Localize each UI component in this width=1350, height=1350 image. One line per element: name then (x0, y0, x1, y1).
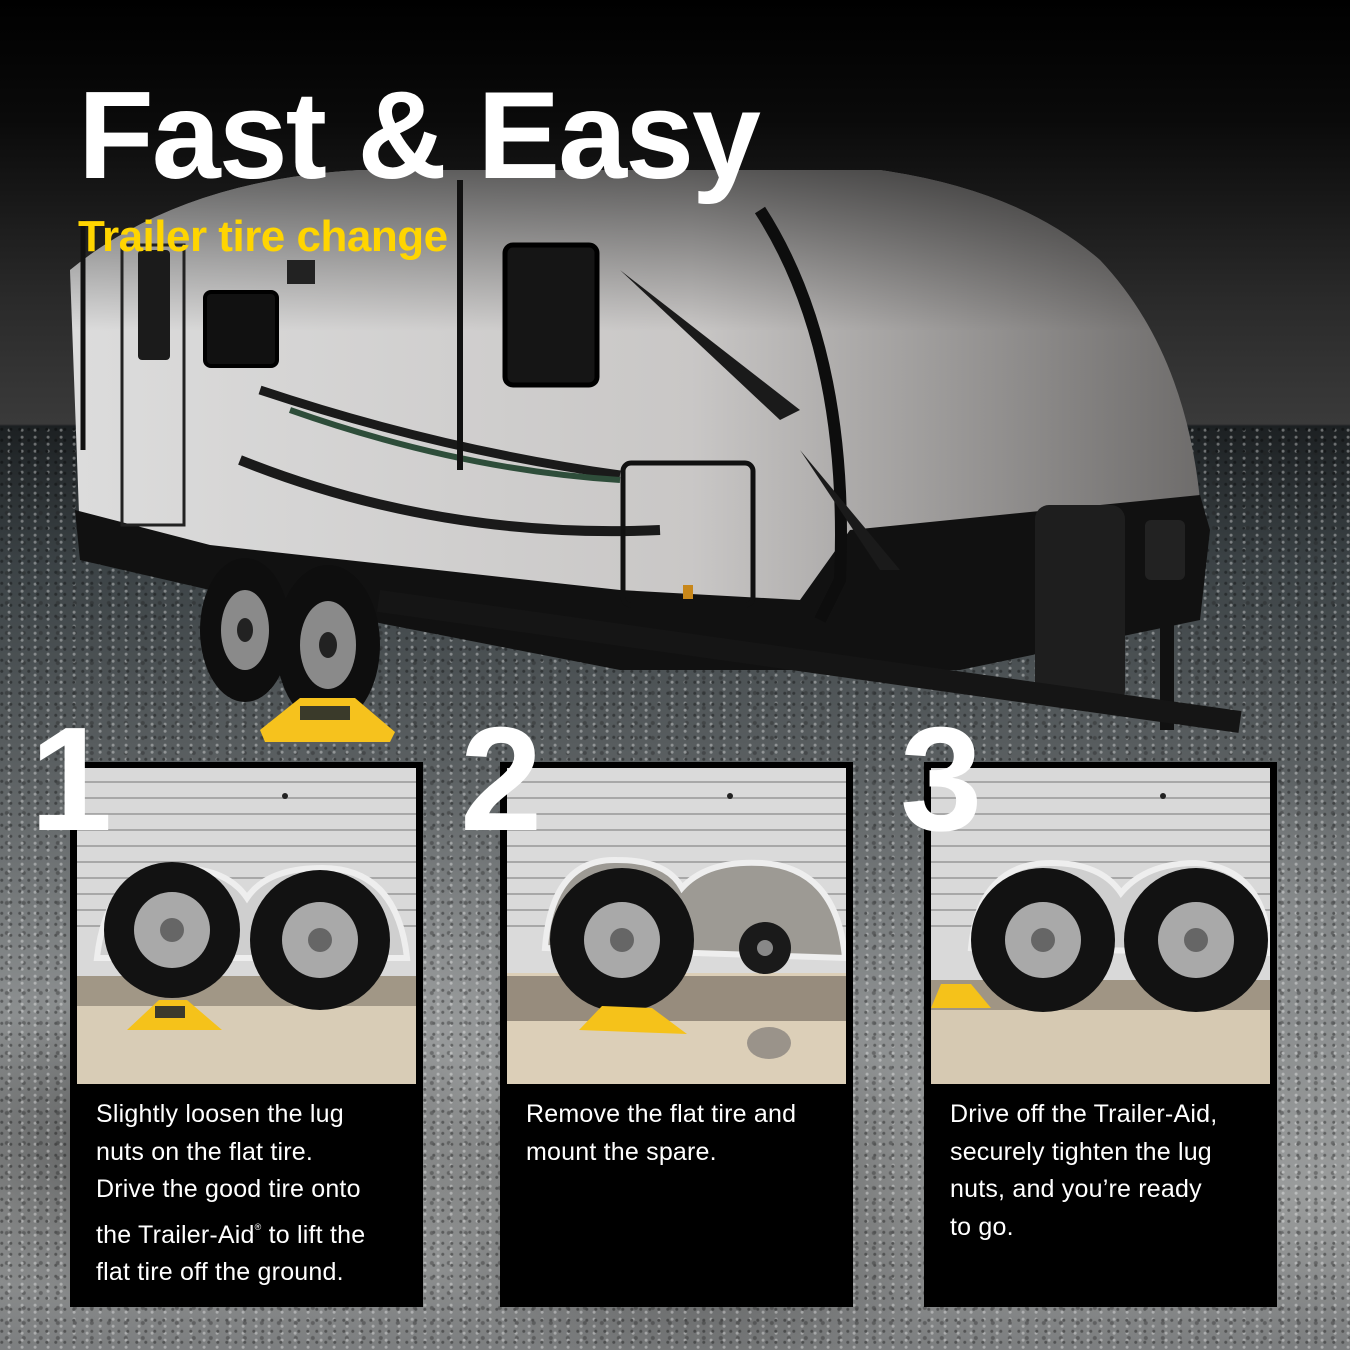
trailer-wheel-front (276, 565, 380, 725)
page-title: Fast & Easy (78, 67, 761, 205)
step-1-photo (77, 768, 416, 1084)
step-number-2: 2 (460, 697, 543, 862)
trailer-aid-ramp (260, 698, 395, 742)
registered-mark: ® (254, 1221, 262, 1232)
step-number-3: 3 (900, 697, 983, 862)
step-2-caption: Remove the flat tire and mount the spare… (526, 1100, 797, 1166)
step-number-1: 1 (30, 697, 113, 862)
step-3-photo (931, 768, 1270, 1084)
trailer-wheel-rear (200, 558, 290, 702)
travel-trailer-image (70, 170, 1242, 742)
step-1-caption: Slightly loosen the lug nuts on the flat… (96, 1100, 366, 1286)
step-2-photo (507, 768, 846, 1084)
step-card-3: Drive off the Trailer-Aid, securely tigh… (924, 762, 1277, 1307)
step-card-1: Slightly loosen the lug nuts on the flat… (70, 762, 423, 1307)
page-subtitle: Trailer tire change (78, 212, 448, 261)
step-card-2: Remove the flat tire and mount the spare… (500, 762, 853, 1307)
step-3-caption: Drive off the Trailer-Aid, securely tigh… (950, 1100, 1218, 1241)
